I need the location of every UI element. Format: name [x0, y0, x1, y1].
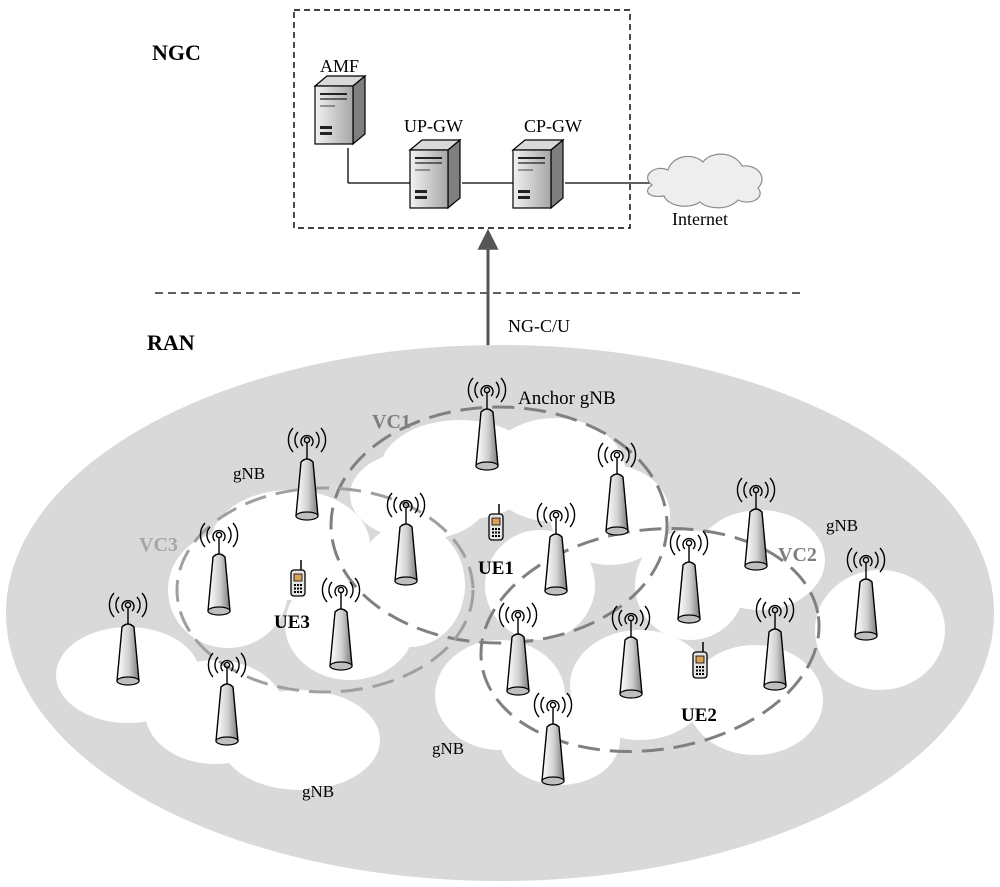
- amf-server-icon: [314, 75, 366, 145]
- ng-interface-label: NG-C/U: [508, 316, 570, 336]
- vc3-boundary: [175, 486, 475, 694]
- cp-gw-server-icon: [512, 139, 564, 209]
- up-gw-label: UP-GW: [404, 116, 463, 136]
- ue3-label: UE3: [274, 612, 310, 633]
- cp-gw-label: CP-GW: [524, 116, 582, 136]
- vc2-label: VC2: [778, 544, 817, 566]
- gnb-label-center: gNB: [432, 739, 464, 758]
- ran-title: RAN: [147, 330, 195, 355]
- ue2-label: UE2: [681, 705, 717, 726]
- vc3-label: VC3: [139, 534, 178, 556]
- gnb-label-left: gNB: [233, 464, 265, 483]
- gnb-label-bottom: gNB: [302, 782, 334, 801]
- vc2-boundary: [479, 527, 821, 753]
- ue1-label: UE1: [478, 558, 514, 579]
- ngc-boundary: [293, 9, 631, 229]
- ngc-title: NGC: [152, 40, 201, 65]
- gnb-label-right: gNB: [826, 516, 858, 535]
- vc1-boundary: [329, 405, 669, 645]
- amf-label: AMF: [320, 56, 359, 76]
- up-gw-server-icon: [409, 139, 461, 209]
- cell-coverage-areas: [56, 418, 945, 790]
- vc1-label: VC1: [372, 411, 411, 433]
- anchor-gnb-label: Anchor gNB: [518, 388, 616, 409]
- ngc-section: NGC AMF UP-GW CP-GW Internet: [152, 9, 763, 229]
- internet-cloud-icon: [647, 153, 763, 209]
- internet-label: Internet: [672, 209, 728, 229]
- ran-area: Anchor gNB gNB gNB gNB gNB VC1 VC2 VC3 U…: [6, 345, 994, 881]
